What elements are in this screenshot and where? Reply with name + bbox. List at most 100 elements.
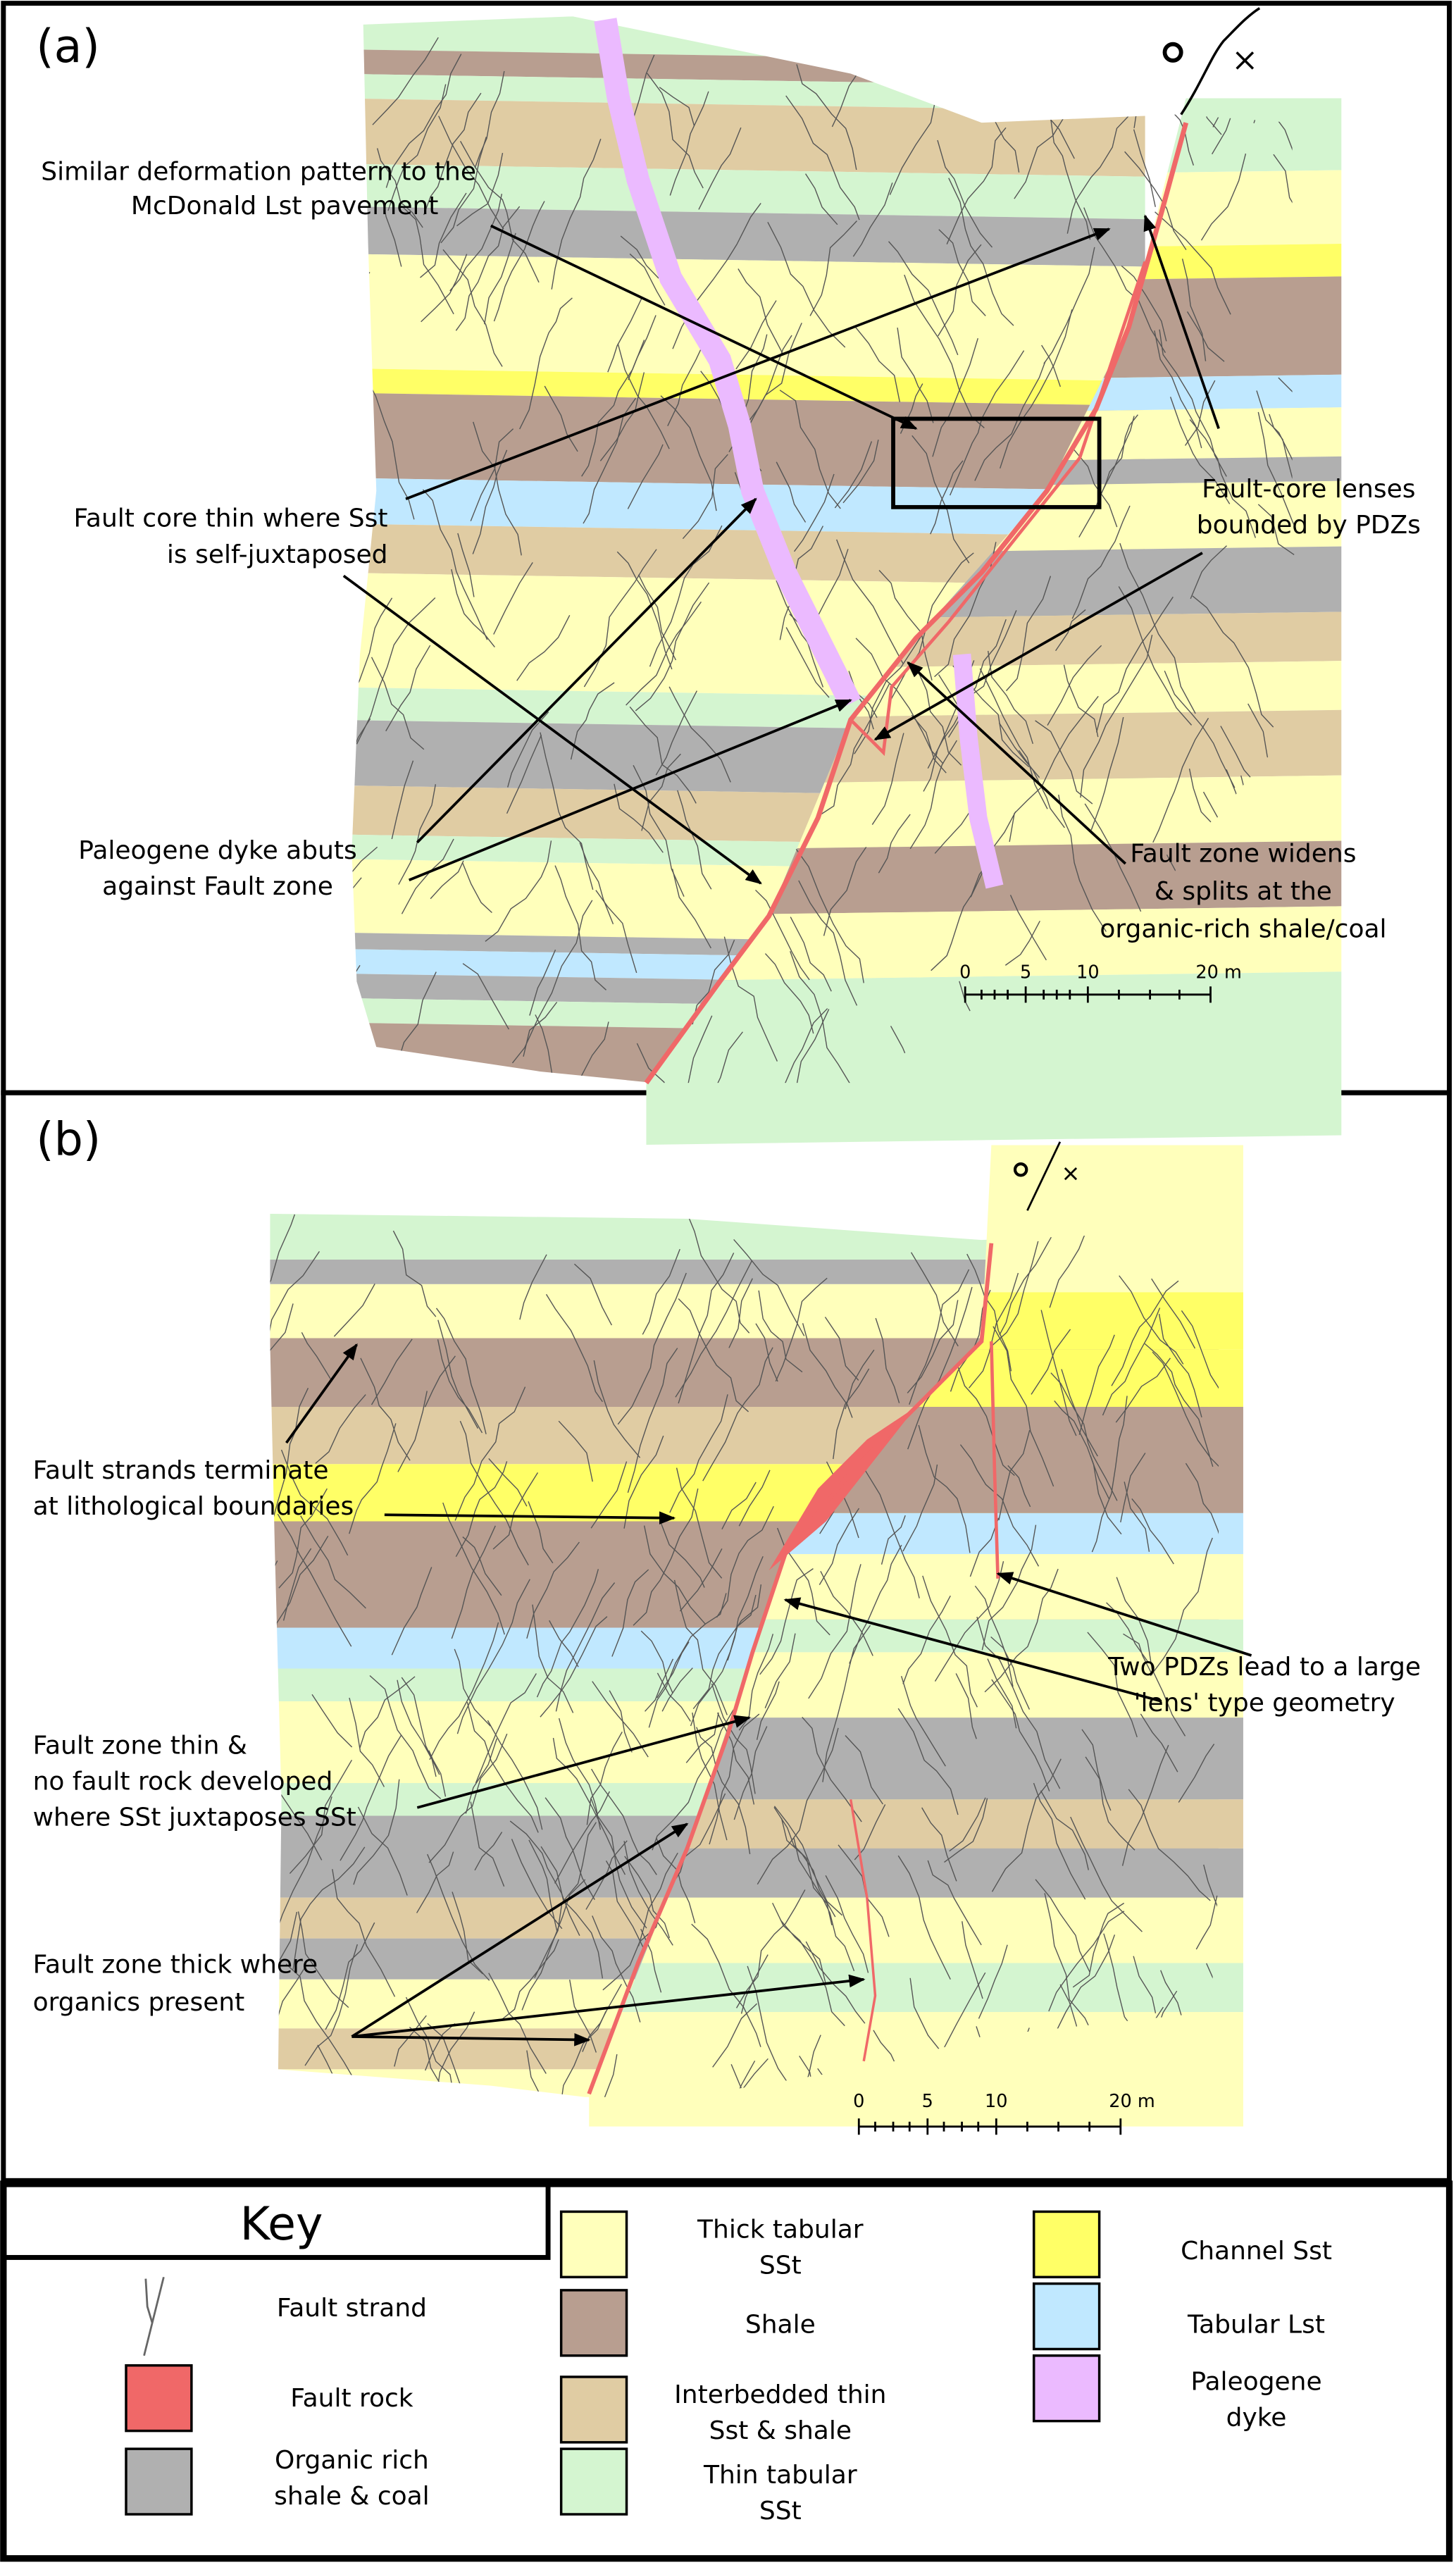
fault-strand	[669, 1394, 728, 1513]
annotation-thin: Fault zone thin & no fault rock develope…	[33, 1715, 751, 1832]
fault-strand	[1066, 111, 1133, 234]
key-label-thick-sst: Thick tabular	[697, 2216, 864, 2244]
fault-strand	[493, 201, 545, 322]
fault-strand	[519, 1254, 547, 1320]
fault-strand	[351, 271, 371, 321]
key-title: Key	[240, 2198, 323, 2251]
fault-strand	[427, 1853, 490, 1981]
scale-b-5: 5	[922, 2091, 933, 2112]
fault-strand	[987, 1658, 1017, 1729]
key-swatch-channel	[1032, 2210, 1101, 2279]
fault-strand	[991, 1758, 1062, 1892]
scale-a-20: 20 m	[1195, 962, 1241, 983]
fault-strand	[1188, 769, 1212, 823]
fault-strand	[435, 1308, 487, 1434]
fault-strand	[793, 473, 835, 552]
fault-strand	[682, 454, 728, 540]
fault-strand	[667, 341, 705, 426]
fault-strand	[698, 127, 742, 210]
fault-strand	[428, 1733, 508, 1863]
fault-strand	[280, 1449, 349, 1556]
fault-strand	[442, 1502, 505, 1635]
annotation-line: at lithological boundaries	[33, 1492, 354, 1521]
fault-strand	[692, 1584, 762, 1710]
fault-strand	[507, 712, 549, 788]
fault-strand	[937, 139, 993, 248]
fault-strand	[1072, 1902, 1125, 1988]
fault-strand	[617, 343, 670, 449]
annotation-line: Two PDZs lead to a large	[1107, 1653, 1421, 1682]
fault-strand	[1058, 794, 1114, 958]
fault-strand	[423, 92, 482, 216]
fault-strand	[304, 1944, 358, 2066]
fault-strand	[540, 1616, 608, 1718]
fault-strand	[451, 569, 495, 648]
fault-strand	[871, 733, 904, 825]
orientation-symbol-b	[1013, 1141, 1078, 1211]
fault-strand	[930, 460, 964, 535]
fault-strand	[437, 1319, 479, 1429]
fault-strand	[1084, 803, 1142, 912]
fault-strand	[1007, 1465, 1031, 1508]
fault-strand	[493, 561, 533, 635]
fault-strand	[456, 1579, 530, 1734]
fault-strand	[457, 533, 475, 597]
fault-strand	[969, 1241, 1039, 1389]
fault-strand	[712, 2003, 758, 2068]
fault-strand	[422, 489, 488, 640]
key-label-thin-sst: Thin tabular	[703, 2461, 857, 2490]
fault-strand	[716, 1505, 774, 1618]
fault-strand	[690, 1594, 757, 1727]
fault-strand	[452, 1892, 483, 1975]
fault-strand	[333, 1284, 375, 1337]
fault-strand	[315, 1394, 366, 1464]
fault-strand	[685, 1712, 719, 1763]
fault-strand	[391, 760, 414, 840]
scale-a-10: 10	[1076, 962, 1100, 983]
fault-strand	[999, 309, 1073, 469]
fault-strand	[696, 1727, 751, 1854]
fault-strand	[1095, 596, 1174, 733]
fault-strand	[836, 539, 904, 664]
fault-strand	[1035, 720, 1093, 805]
fault-rock	[849, 1799, 877, 2062]
fault-strand	[671, 869, 711, 949]
scale-b-10: 10	[985, 2091, 1008, 2112]
fault-strand	[1181, 259, 1207, 361]
key-title-box	[1, 2181, 551, 2260]
annotation-line: Similar deformation pattern to the	[41, 157, 476, 186]
fault-strand	[917, 671, 962, 766]
fault-strand	[391, 1567, 433, 1656]
fault-strand	[623, 1841, 673, 1946]
arrow	[351, 1974, 866, 2038]
annotation-pdzs: Two PDZs lead to a large 'lens' type geo…	[783, 1572, 1421, 1718]
scale-a-5: 5	[1020, 962, 1031, 983]
fault-strand	[1071, 505, 1131, 619]
fault-strand	[398, 784, 437, 885]
key-label-interbedded: Sst & shale	[709, 2416, 852, 2445]
fault-strand	[475, 1673, 537, 1784]
mcdonald-box	[891, 416, 1102, 509]
fault-strand	[1061, 1369, 1098, 1457]
key-label-shale: Shale	[745, 2310, 816, 2339]
fault-strand	[974, 361, 1046, 481]
fault-strand	[353, 1779, 400, 1885]
fault-strand	[845, 1735, 883, 1805]
fault-strand	[462, 1536, 502, 1596]
fault-strand	[921, 1807, 957, 1882]
fault-strand	[424, 1355, 456, 1408]
fault-strand	[637, 1852, 678, 1946]
fault-strand	[1041, 344, 1062, 387]
fault-strand	[626, 601, 702, 706]
fault-strand	[888, 241, 959, 356]
fault-strand	[1119, 1275, 1184, 1365]
fault-strand	[979, 668, 1048, 809]
fault-strand	[976, 1616, 1061, 1789]
fault-strand	[946, 127, 1007, 244]
fault-strand	[702, 1347, 773, 1482]
fault-strand	[742, 323, 802, 438]
fault-strand	[371, 1339, 413, 1405]
fault-strand	[528, 1839, 558, 1932]
fault-strand	[657, 1641, 690, 1698]
key-label-dyke: dyke	[1226, 2404, 1287, 2433]
